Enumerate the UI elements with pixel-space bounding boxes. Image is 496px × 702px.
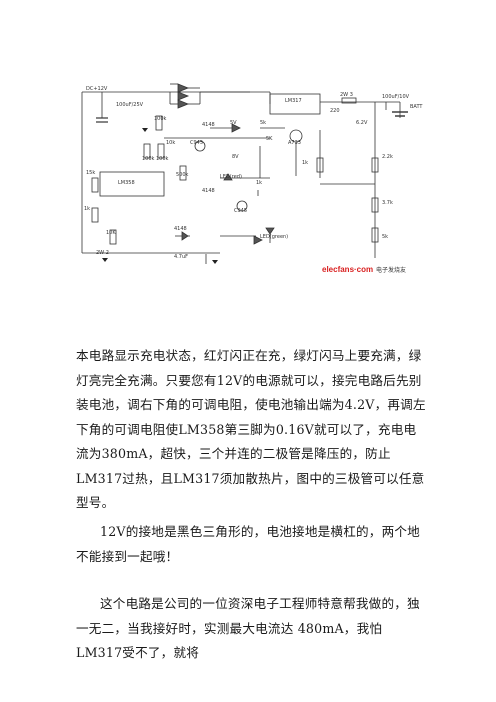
circuit-diagram: DC+12V 100uF/25V LM317 2W 3 100uF/10V BA… (70, 78, 432, 284)
paragraph-3-text: 这个电路是公司的一位资深电子工程师特意帮我做的，独一无二，当我接好时，实测最大电… (76, 596, 420, 660)
label-r1k-c: 1k (84, 206, 90, 212)
paragraph-1-text: 本电路显示充电状态，红灯闪正在充，绿灯闪马上要充满，绿灯亮完全充满。只要您有12… (76, 348, 426, 510)
label-r2k2: 2.2k (382, 154, 393, 160)
lm358-box (99, 171, 165, 197)
label-r15k: 15k (86, 170, 95, 176)
label-r500k: 500k (176, 172, 189, 178)
label-lm358: LM358 (118, 180, 135, 186)
label-r5k-b: 5k (260, 120, 266, 126)
label-r-sense: 2W 3 (340, 92, 353, 98)
schematic-svg: DC+12V 100uF/25V LM317 2W 3 100uF/10V BA… (81, 83, 423, 274)
label-r1k-b: 1k (256, 180, 262, 186)
label-r100k-c: 100k (156, 156, 169, 162)
label-d4148-a: 4148 (202, 122, 215, 128)
label-dc-in: DC+12V (86, 86, 108, 92)
label-r10k: 10k (166, 140, 175, 146)
lm317-box (269, 93, 321, 115)
paragraph-2: 12V的接地是黑色三角形的，电池接地是横杠的，两个地不能接到一起哦！ (76, 520, 428, 589)
label-r3k7: 3.7k (382, 200, 393, 206)
label-r1k-a: 1k (302, 160, 308, 166)
label-led-green: LED(green) (260, 234, 288, 240)
label-q1: C945 (190, 140, 203, 146)
label-r5k-a: 5K (266, 136, 273, 142)
diode-2 (177, 91, 190, 101)
label-r100k-b: 100k (142, 156, 155, 162)
watermark-logo: elecfans·com (322, 265, 373, 274)
label-r5k-c: 5k (382, 234, 388, 240)
diode-3 (177, 99, 190, 109)
label-lm317: LM317 (285, 98, 302, 104)
paragraph-1: 本电路显示充电状态，红灯闪正在充，绿灯闪马上要充满，绿灯亮完全充满。只要您有12… (76, 344, 428, 536)
sense-resistor (341, 97, 357, 104)
watermark-cn: 电子发烧友 (376, 266, 406, 274)
label-r10k-b: 10K (106, 230, 116, 236)
paragraph-3: 这个电路是公司的一位资深电子工程师特意帮我做的，独一无二，当我接好时，实测最大电… (76, 592, 428, 686)
label-batt: BATT (410, 104, 423, 110)
label-q3: C945 (234, 208, 247, 214)
label-d5v: 5V (230, 120, 237, 126)
diode-1 (177, 83, 190, 93)
label-d8v: 8V (232, 154, 239, 160)
label-q2: A733 (288, 140, 301, 146)
label-d4148-c: 4148 (174, 226, 187, 232)
label-r100k-a: 100k (154, 116, 167, 122)
paragraph-2-text: 12V的接地是黑色三角形的，电池接地是横杠的，两个地不能接到一起哦！ (76, 524, 420, 564)
label-cap-in: 100uF/25V (116, 102, 144, 108)
label-led-red: LED(red) (220, 174, 242, 180)
label-cap-out: 100uF/10V (382, 94, 410, 100)
label-cap-small: 4.7uF (174, 254, 188, 260)
label-zener: 2W 2 (96, 250, 109, 256)
label-dz: 6.2V (356, 120, 368, 126)
label-d4148-b: 4148 (202, 188, 215, 194)
label-r220: 220 (330, 108, 340, 114)
